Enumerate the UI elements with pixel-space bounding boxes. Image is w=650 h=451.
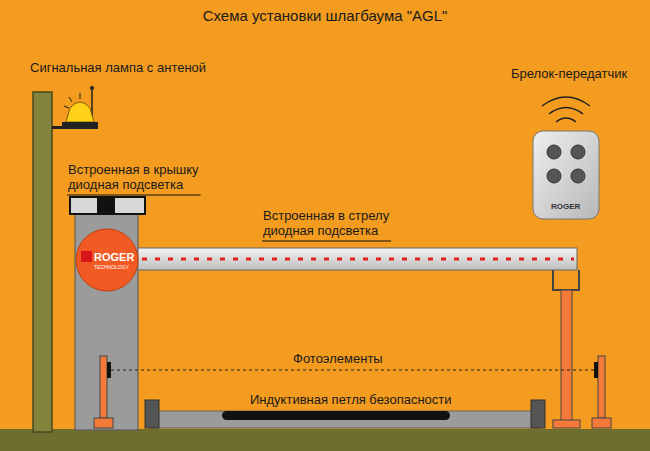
photocell-label: Фотоэлементы: [290, 351, 396, 366]
barrier-boom: [138, 248, 577, 270]
boom-support: [553, 270, 580, 428]
photocell-beam: [111, 370, 594, 371]
photocell-right: [592, 356, 611, 428]
photocell-left: [94, 356, 113, 428]
logo-text: ROGER: [94, 251, 134, 263]
remote-transmitter: ROGER: [532, 130, 600, 220]
roger-logo: ROGERTECHNOLOGY: [75, 228, 139, 292]
leader-line: [67, 194, 201, 195]
diagram-title: Схема установки шлагбаума "AGL": [0, 7, 650, 24]
signal-lamp: [52, 86, 98, 129]
barrier-cabinet: [75, 214, 138, 430]
boom-light-label: Встроенная в стрелу диодная подсветка: [263, 208, 413, 238]
leader-line: [262, 240, 391, 241]
radio-waves: [542, 97, 590, 122]
lamp-pole: [33, 92, 52, 432]
logo-text: ROGER: [551, 202, 580, 212]
cover-light-label: Встроенная в крышку диодная подсветка: [68, 162, 218, 192]
remote-label: Брелок-передатчик: [511, 66, 627, 81]
loop-label: Индуктивная петля безопасности: [250, 392, 452, 407]
cabinet-cover: [70, 197, 145, 214]
lamp-label: Сигнальная лампа с антеной: [30, 60, 206, 75]
ground: [0, 429, 650, 451]
logo-text: TECHNOLOGY: [94, 264, 129, 270]
